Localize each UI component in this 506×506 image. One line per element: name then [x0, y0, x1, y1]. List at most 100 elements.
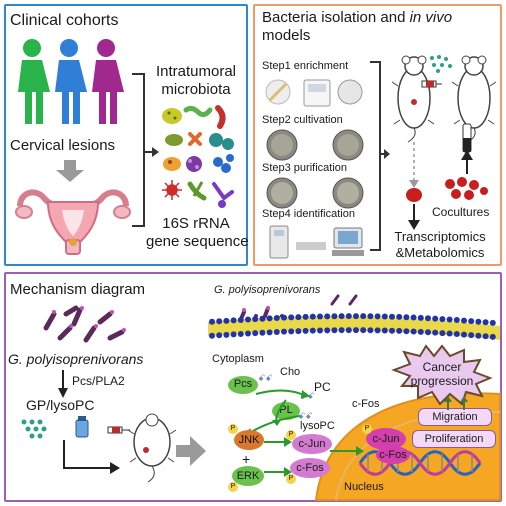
panel-a-title: Clinical cohorts — [10, 12, 119, 29]
membrane-head-inner — [403, 328, 410, 335]
panel-bacteria-isolation — [253, 4, 502, 266]
membrane-head-outer — [309, 313, 316, 320]
bacteria-cluster-icon — [43, 305, 126, 343]
women-cohort-icon — [18, 39, 124, 124]
membrane-head-outer — [360, 313, 367, 320]
panel-b-title: Bacteria isolation and in vivo — [262, 9, 453, 27]
up-arrow-icon — [461, 150, 473, 174]
gene-sequence-label: gene sequence — [146, 233, 249, 250]
free-bacteria-icon — [330, 294, 358, 306]
membrane-head-outer — [482, 319, 489, 326]
pl-node: PL — [272, 402, 300, 420]
membrane-head-outer — [367, 313, 374, 320]
mouse-icon-right — [451, 55, 497, 143]
membrane-head-inner — [468, 332, 475, 339]
membrane-head-inner — [389, 327, 395, 334]
erk-node: ERK — [232, 466, 264, 486]
membrane-head-inner — [302, 327, 309, 334]
step1-label: Step1 enrichment — [262, 60, 349, 72]
membrane-head-outer — [302, 313, 309, 320]
enzymes-label: Pcs/PLA2 — [72, 374, 125, 388]
membrane-head-outer — [425, 315, 431, 322]
membrane-head-outer — [410, 314, 417, 321]
membrane-head-inner — [345, 327, 352, 334]
membrane-head-inner — [374, 327, 381, 334]
proliferation-box: Proliferation — [412, 430, 496, 448]
membrane-head-outer — [259, 315, 266, 322]
membrane-head-inner — [338, 327, 345, 334]
membrane-head-outer — [396, 313, 403, 320]
membrane-head-outer — [353, 313, 359, 320]
progression-label: progression — [410, 374, 474, 388]
pc-label: PC — [314, 380, 331, 394]
step3-label: Step3 purification — [262, 162, 347, 174]
syringe-icon — [421, 80, 442, 88]
down-arrow-omics — [408, 204, 420, 230]
species-label-top: G. polyisoprenivorans — [214, 284, 321, 296]
membrane-head-inner — [216, 332, 223, 339]
tumor-tissue-icon — [406, 188, 422, 202]
panel-b-title-italic: in vivo — [409, 9, 453, 26]
metabolomics-label: &Metabolomics — [395, 245, 485, 260]
membrane-head-inner — [482, 333, 489, 340]
membrane-head-outer — [281, 314, 287, 321]
vial-icon — [75, 416, 89, 438]
membrane-head-outer — [468, 318, 475, 325]
uterus-icon — [15, 189, 131, 255]
identification-instrument-icon — [269, 225, 364, 259]
panel-b-title-text: Bacteria isolation and — [262, 9, 410, 26]
membrane-head-outer — [223, 317, 230, 324]
cancer-progression-burst — [391, 344, 493, 406]
enrichment-equipment-icon — [265, 79, 363, 107]
membrane-head-inner — [410, 328, 417, 335]
membrane-head-outer — [403, 314, 410, 321]
membrane-head-outer — [417, 314, 424, 321]
coculture-cells-icon — [445, 177, 488, 200]
membrane-head-inner — [324, 327, 331, 334]
cocultures-label: Cocultures — [432, 205, 490, 219]
membrane-head-inner — [245, 330, 251, 337]
membrane-head-outer — [237, 316, 244, 323]
phosphate-badge: P — [228, 482, 238, 492]
membrane-head-outer — [345, 313, 352, 320]
membrane-head-outer — [489, 319, 496, 326]
membrane-head-outer — [439, 316, 446, 323]
membrane-head-outer — [461, 317, 467, 324]
membrane-head-outer — [338, 313, 345, 320]
membrane-head-inner — [281, 328, 287, 335]
erk-to-cjun-arrow — [264, 437, 292, 477]
cervical-lesions-label: Cervical lesions — [10, 137, 116, 154]
step4-label: Step4 identification — [262, 208, 355, 220]
intratumoral-label: Intratumoral — [155, 63, 237, 80]
migration-box: Migration — [418, 408, 492, 426]
membrane-head-inner — [353, 327, 359, 334]
membrane-head-inner — [396, 327, 403, 334]
cytoplasm-label: Cytoplasm — [212, 353, 264, 365]
panel-b-title-line2: models — [262, 27, 311, 44]
membrane-head-inner — [381, 327, 388, 334]
bacteria-dots-icon — [430, 55, 452, 73]
membrane-head-inner — [489, 333, 496, 340]
steps-bracket — [370, 61, 390, 251]
phosphate-badge: P — [286, 474, 296, 484]
membrane-head-inner — [439, 330, 446, 337]
membrane-head-inner — [360, 327, 367, 334]
phosphate-badge: P — [228, 424, 238, 434]
membrane-head-inner — [453, 331, 460, 338]
membrane-head-inner — [209, 332, 215, 339]
lysopc-label: lysoPC — [300, 420, 335, 432]
panel-clinical-cohorts — [4, 4, 248, 266]
membrane-head-inner — [237, 330, 244, 337]
membrane-head-outer — [230, 317, 237, 324]
membrane-head-inner — [417, 328, 424, 335]
membrane-head-inner — [475, 332, 482, 339]
membrane-head-inner — [288, 328, 295, 335]
cjun-node-2: c-Jun — [366, 428, 406, 450]
membrane-head-outer — [252, 316, 259, 323]
purification-petri-dishes — [266, 177, 364, 209]
bacteria-collage-icon — [162, 105, 234, 208]
membrane-head-outer — [389, 313, 395, 320]
cell-membrane — [208, 313, 500, 340]
membrane-head-outer — [266, 315, 273, 322]
pcs-node: Pcs — [228, 376, 258, 394]
